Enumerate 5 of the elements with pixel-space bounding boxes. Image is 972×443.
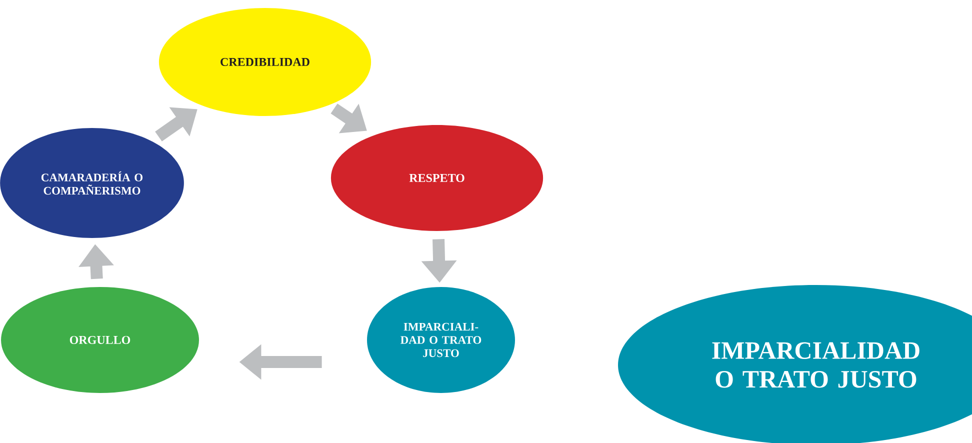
ellipse-node: RESPETO bbox=[330, 124, 544, 231]
ellipse-node: CAMARADERÍA O COMPAÑERISMO bbox=[0, 128, 184, 238]
ellipse-node: ORGULLO bbox=[1, 286, 199, 393]
ellipse-node: CREDIBILIDAD bbox=[158, 8, 372, 116]
ellipse-node: IMPARCIALI-DAD O TRATO JUSTO bbox=[367, 286, 515, 393]
